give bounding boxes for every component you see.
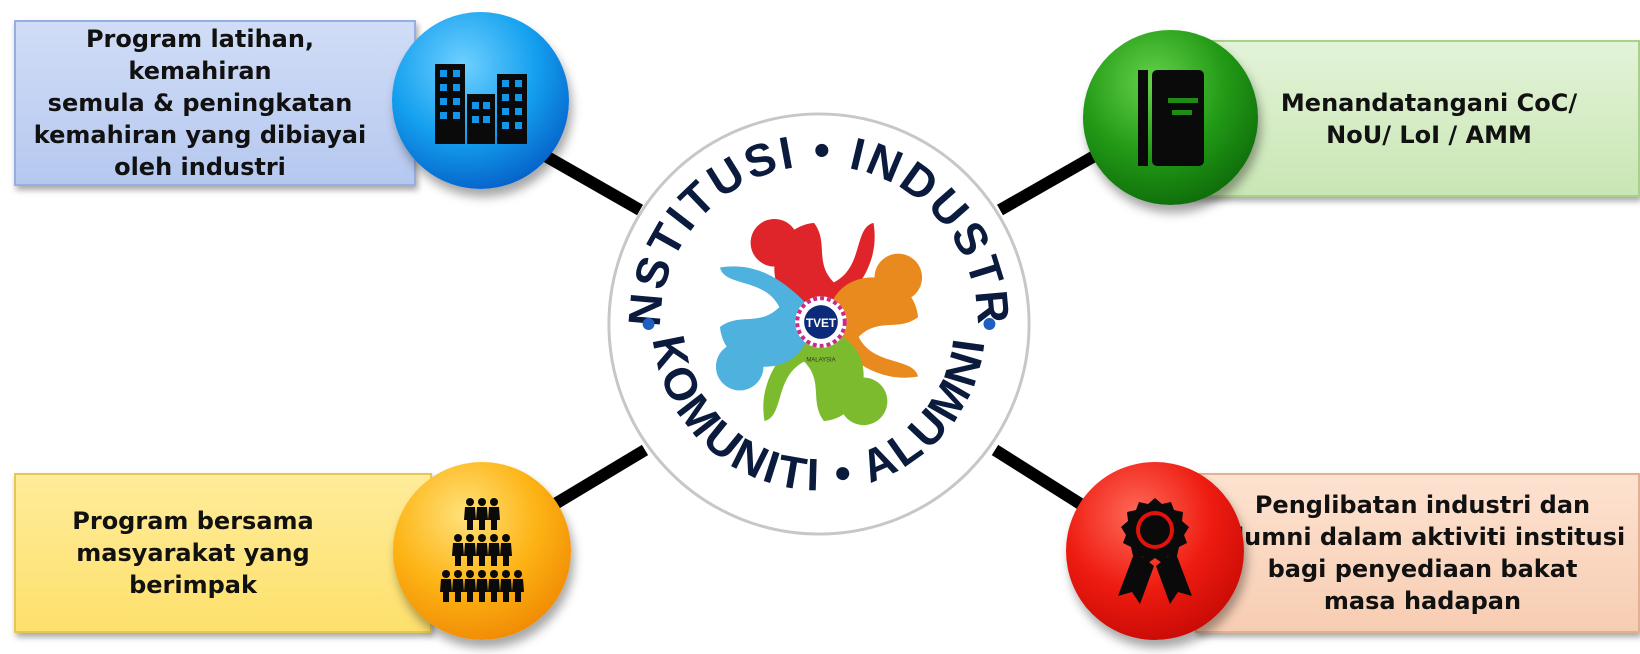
pinwheel-arm-blue	[715, 266, 815, 391]
award-ribbon-icon	[1118, 498, 1192, 604]
pinwheel-emblem: TVET MALAYSIA	[715, 218, 923, 426]
connector-bottom-right	[991, 444, 1094, 516]
node-bottom-right-text: Penglibatan industri dan alumni dalam ak…	[1219, 491, 1626, 615]
node-top-right-text: Menandatangani CoC/ NoU/ LoI / AMM	[1280, 88, 1578, 149]
node-bottom-left-box: Program bersama masyarakat yang berimpak	[14, 473, 432, 633]
people-pyramid-icon	[440, 498, 524, 602]
node-top-left-text: Program latihan, kemahiran semula & peni…	[33, 25, 367, 181]
tvet-sublabel: MALAYSIA	[806, 358, 835, 364]
connector-bottom-left	[541, 444, 649, 516]
node-top-left-ball	[392, 12, 569, 189]
tvet-label: TVET	[806, 316, 837, 330]
node-bottom-right-box: Penglibatan industri dan alumni dalam ak…	[1195, 473, 1640, 633]
node-bottom-left-text: Program bersama masyarakat yang berimpak	[72, 507, 314, 599]
node-top-right-ball	[1083, 30, 1258, 205]
buildings-icon	[434, 63, 527, 144]
node-bottom-left-ball	[393, 462, 571, 640]
connector-top-left	[532, 144, 643, 216]
book-icon	[1137, 69, 1204, 166]
ring-separator-icons	[642, 318, 996, 330]
center-emblem-circle: INSTITUSI • INDUSTRI KOMUNITI • ALUMNI T…	[601, 102, 1031, 536]
connector-top-right	[997, 144, 1108, 216]
node-top-left-box: Program latihan, kemahiran semula & peni…	[14, 20, 416, 186]
node-bottom-right-ball	[1066, 462, 1244, 640]
